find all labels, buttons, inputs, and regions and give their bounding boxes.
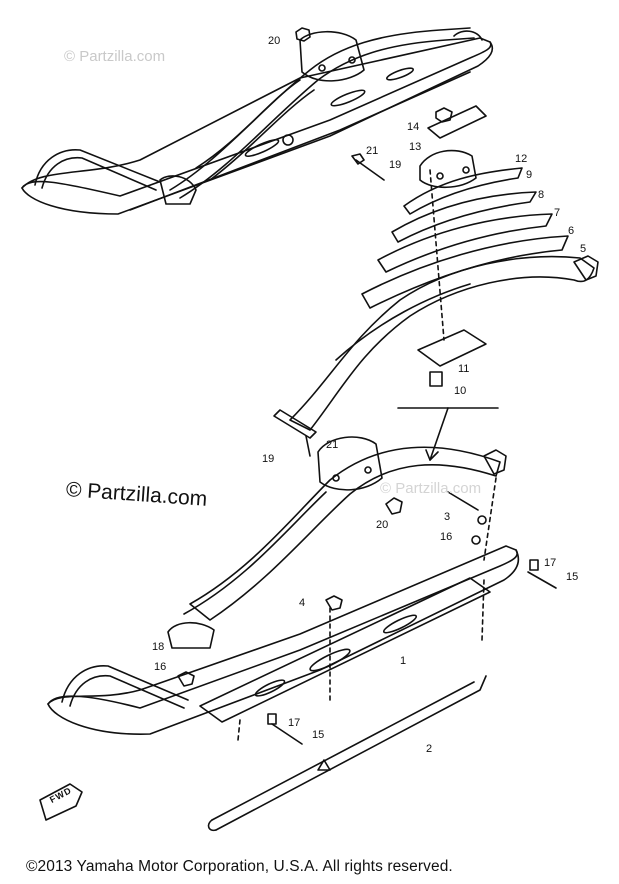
callout-16-left: 16 [154, 661, 166, 673]
callout-18: 18 [152, 641, 164, 653]
callout-5: 5 [580, 243, 586, 255]
callout-21-top: 21 [366, 145, 378, 157]
callout-9-leaf: 9 [526, 169, 532, 181]
callout-21-mid: 21 [326, 439, 338, 451]
callout-14: 14 [407, 121, 419, 133]
callout-10: 10 [454, 385, 466, 397]
callout-12: 12 [515, 153, 527, 165]
copyright-footer: ©2013 Yamaha Motor Corporation, U.S.A. A… [26, 858, 453, 875]
watermark-top: © Partzilla.com [64, 48, 166, 65]
callout-20-mid: 20 [376, 519, 388, 531]
callout-3: 3 [444, 511, 450, 523]
callout-6: 6 [568, 225, 574, 237]
callout-19: 19 [262, 453, 274, 465]
callout-4: 4 [299, 597, 305, 609]
callout-15-right: 15 [566, 571, 578, 583]
callout-11: 11 [458, 363, 469, 375]
callout-1: 1 [400, 655, 406, 667]
upper-ski [21, 27, 494, 215]
watermark-ghost: © Partzilla.com [380, 480, 482, 497]
lower-ski [39, 409, 557, 832]
callout-13: 13 [409, 141, 421, 153]
callout-labels: 20 14 13 21 19 12 9 8 7 6 5 11 10 21 19 … [152, 35, 586, 755]
callout-20-top: 20 [268, 35, 280, 47]
exploded-springs [289, 105, 599, 431]
callout-7: 7 [554, 207, 560, 219]
callout-17-left: 17 [288, 717, 300, 729]
callout-9-bolt: 19 [389, 159, 401, 171]
callout-2: 2 [426, 743, 432, 755]
callout-16-right: 16 [440, 531, 452, 543]
callout-15-left: 15 [312, 729, 324, 741]
callout-8: 8 [538, 189, 544, 201]
callout-17-right: 17 [544, 557, 556, 569]
